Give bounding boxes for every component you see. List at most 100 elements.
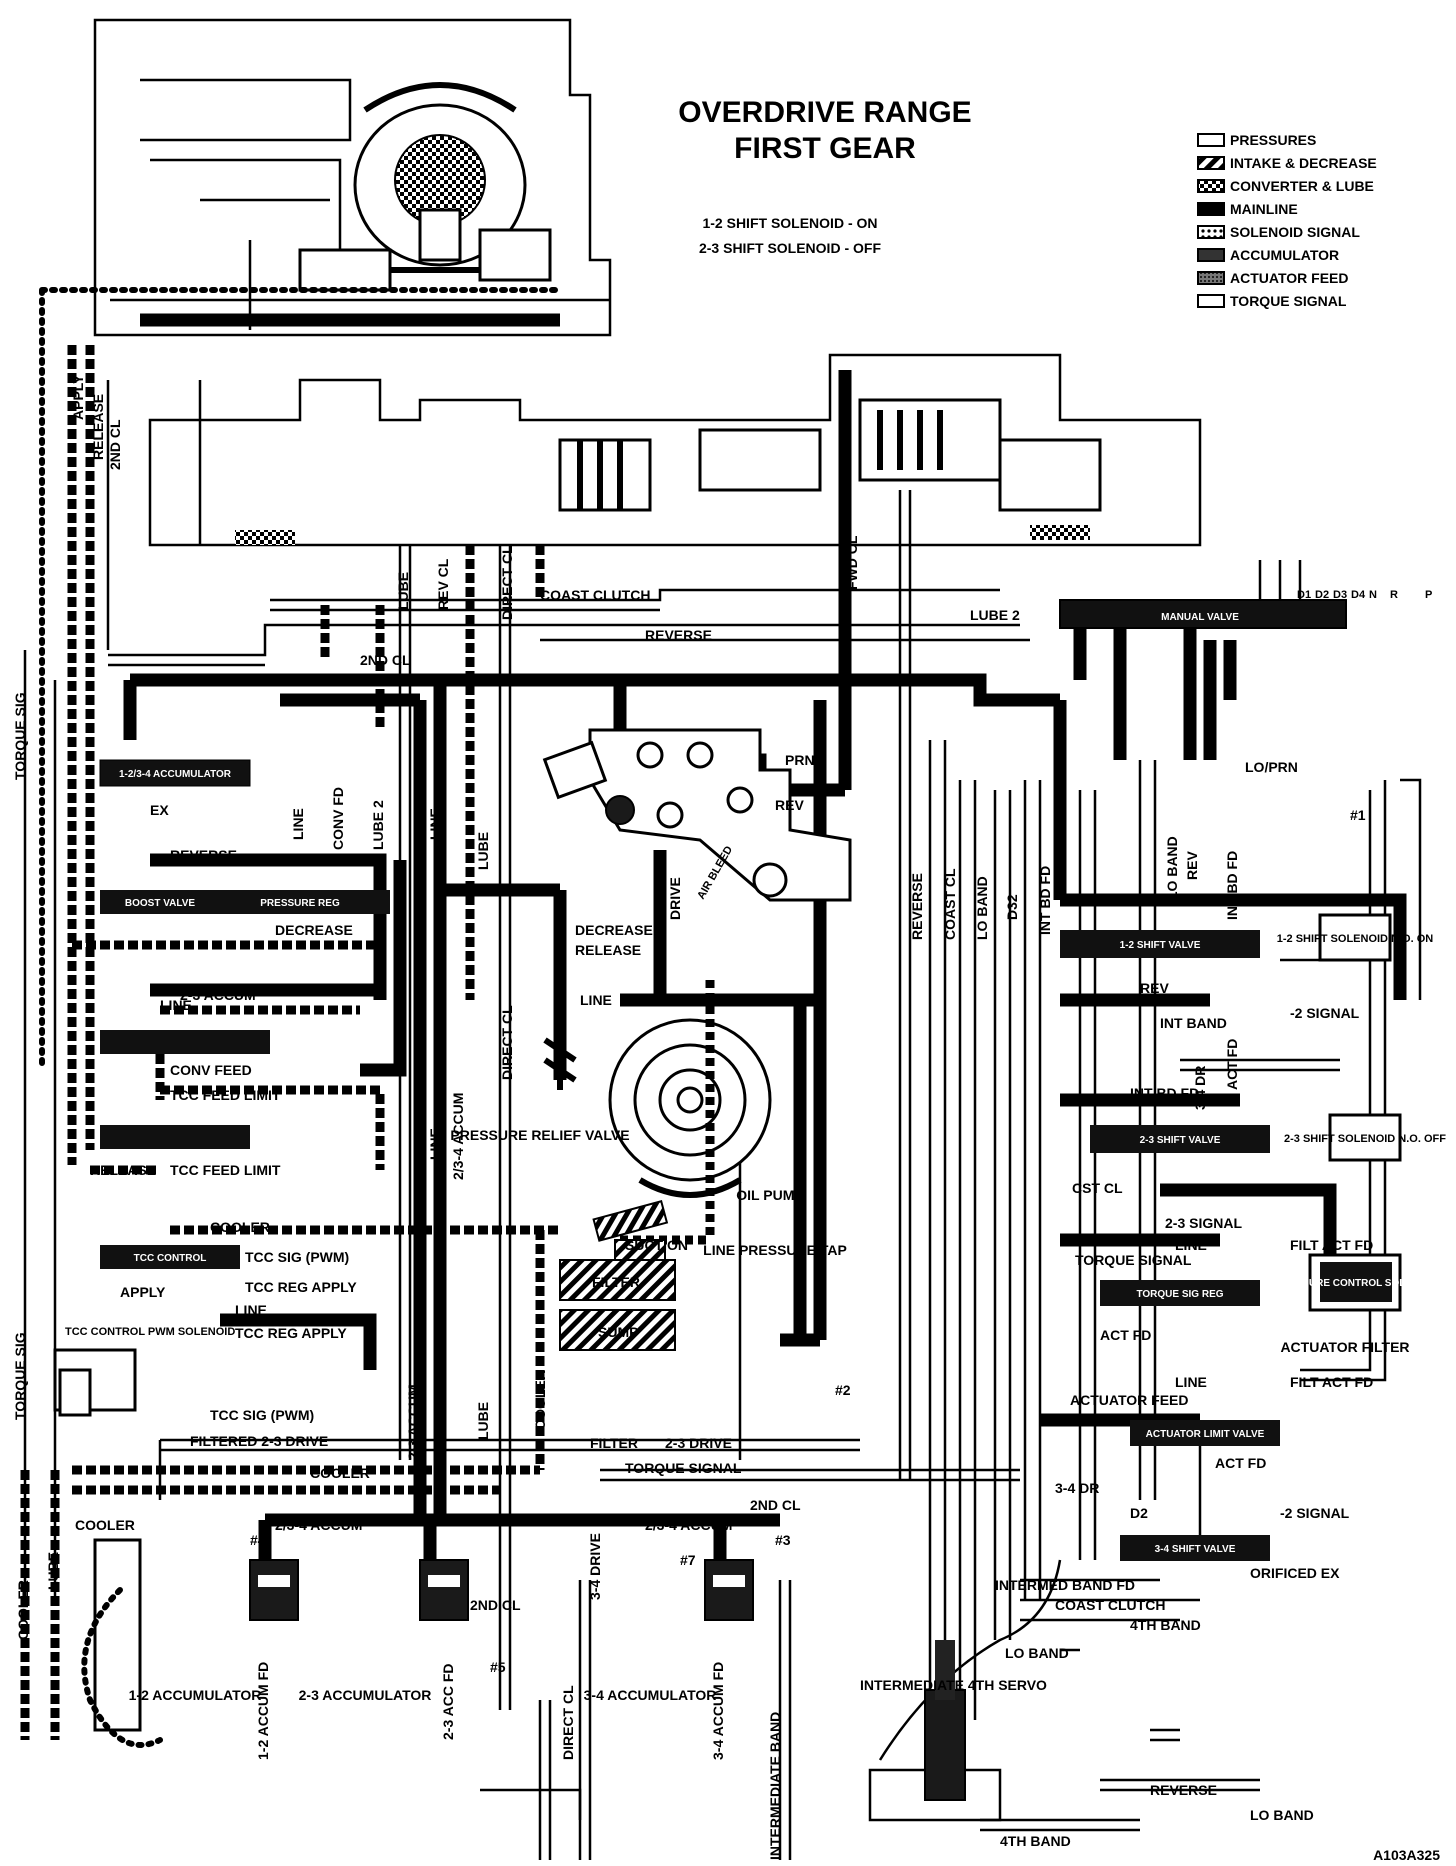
label-tcc-reg-apply-1: TCC REG APPLY: [245, 1279, 357, 1295]
label-tcc-reg-apply-2: TCC REG APPLY: [235, 1325, 347, 1341]
oil-pump: [543, 980, 772, 1245]
label-line-top: LINE: [655, 670, 687, 686]
legend-swatch-intake: [1197, 156, 1225, 170]
label-cooler-v: COOLER: [532, 1370, 548, 1430]
range-d3: D3: [1333, 589, 1347, 601]
label-d32-v: D32: [1004, 894, 1020, 920]
label-34-dr-v: 3-4 DR: [1192, 1066, 1208, 1110]
legend-label-0: PRESSURES: [1230, 132, 1316, 148]
tcc-pwm-label: TCC CONTROL PWM SOLENOID: [65, 1326, 235, 1338]
range-p: P: [1425, 589, 1432, 601]
label-act-fd-h: ACT FD: [1100, 1327, 1151, 1343]
label-int-bd-fd-v2: INT BD FD: [1224, 851, 1240, 920]
legend-label-6: ACTUATOR FEED: [1230, 270, 1348, 286]
left-passages: [20, 345, 540, 1740]
pcs-label: PRESSURE CONTROL SOLENOID: [1275, 1278, 1437, 1289]
legend-swatch-actuator: [1197, 271, 1225, 285]
label-2-3-accum-v: 2-3 ACCUM: [405, 1384, 421, 1460]
label-34-dr-h: 3-4 DR: [1055, 1480, 1099, 1496]
label-lube-v: LUBE: [395, 572, 411, 610]
label-sump: SUMP: [598, 1324, 638, 1340]
label-conv-feed: CONV FEED: [170, 1062, 252, 1078]
label-234-acc-b: 2/3-4 ACCUM: [275, 1517, 362, 1533]
label-4th-band: 4TH BAND: [1130, 1617, 1201, 1633]
label-orificed-ex: ORIFICED EX: [1250, 1565, 1340, 1581]
label-decrease-mid: DECREASE: [575, 922, 653, 938]
legend-swatch-torque: [1197, 294, 1225, 308]
label-oil-pump: OIL PUMP: [736, 1187, 803, 1203]
filter-sump: [559, 1239, 676, 1351]
label-check4: #4: [250, 1532, 266, 1548]
label-lo-band-v: LO BAND: [974, 876, 990, 940]
legend-swatch-pressures: [1197, 133, 1225, 147]
label-release-mid: RELEASE: [575, 942, 641, 958]
label-reverse-v: REVERSE: [909, 873, 925, 940]
converter-lube-circuits: [72, 545, 560, 1470]
label-torque-signal-r: TORQUE SIGNAL: [1075, 1252, 1192, 1268]
label-cooler-1: COOLER: [210, 1219, 270, 1235]
label-reverse-b: REVERSE: [1150, 1782, 1217, 1798]
legend-label-5: ACCUMULATOR: [1230, 247, 1339, 263]
label-lo-band-h: LO BAND: [1005, 1645, 1069, 1661]
dotted-signal-path: [39, 287, 563, 1073]
label-check1: #1: [1350, 807, 1366, 823]
label-coast-cl-v: COAST CL: [942, 868, 958, 940]
boost-valve-label: BOOST VALVE: [125, 898, 196, 909]
label-23-drive-h: 2-3 DRIVE: [665, 1435, 732, 1451]
label-pressure-relief: PRESSURE RELIEF VALVE: [450, 1127, 629, 1143]
label-intermediate-band: INTERMEDIATE BAND: [767, 1712, 783, 1860]
label-signal-2: -2 SIGNAL: [1290, 1005, 1360, 1021]
solenoid-12-label: 1-2 SHIFT SOLENOID N.O. ON: [1277, 933, 1434, 945]
label-2nd-cl-h2: 2ND CL: [750, 1497, 801, 1513]
valve-bodies: MANUAL VALVE 1-2/3-4 ACCUMULATOR BOOST V…: [53, 599, 1446, 1561]
legend: PRESSURES INTAKE & DECREASE CONVERTER & …: [1197, 132, 1377, 309]
label-34-drive-v: 3-4 DRIVE: [587, 1533, 603, 1600]
transmission-case-outline: [148, 353, 1202, 547]
label-234-acc-b2: 2/3-4 ACCUM: [645, 1517, 732, 1533]
label-coast-clutch-2: COAST CLUTCH: [1055, 1597, 1165, 1613]
label-direct-cl-v: DIRECT CL: [499, 545, 515, 620]
label-acc-fd-23: 2-3 ACC FD: [440, 1664, 456, 1741]
label-torque-sig-v: TORQUE SIG: [12, 692, 28, 780]
label-check7: #7: [680, 1552, 696, 1568]
legend-label-7: TORQUE SIGNAL: [1230, 293, 1347, 309]
torque-converter-section: [93, 18, 612, 337]
label-direct-cl-v2: DIRECT CL: [499, 1005, 515, 1080]
legend-label-3: MAINLINE: [1230, 201, 1298, 217]
label-line-v2: LINE: [427, 808, 443, 840]
label-line-mid: LINE: [580, 992, 612, 1008]
label-apply-h: APPLY: [120, 1284, 166, 1300]
range-selector: D1 D2 D3 D4 N R P: [1297, 589, 1432, 601]
label-tcc-sig-pwm-2: TCC SIG (PWM): [210, 1407, 314, 1423]
label-prnd: PRND: [785, 752, 825, 768]
label-rev-mid: REV: [775, 797, 804, 813]
label-line-pressure-tap: LINE PRESSURE TAP: [703, 1242, 847, 1258]
label-lo-band-v2: LO BAND: [1164, 836, 1180, 900]
label-line-left3: LINE: [235, 1302, 267, 1318]
label-234-accum-v: 2/3-4 ACCUM: [450, 1093, 466, 1180]
label-cooler-bv: COOLER: [15, 1580, 31, 1640]
label-acc-34: 3-4 ACCUMULATOR: [584, 1687, 717, 1703]
label-tcc-feed-limit-1: TCC FEED LIMIT: [170, 1087, 281, 1103]
label-accum-23: 2-3 ACCUM: [180, 987, 256, 1003]
label-act-fd-h2: ACT FD: [1215, 1455, 1266, 1471]
label-lube-2-v: LUBE 2: [370, 800, 386, 850]
tcc-control-valve-label: TCC CONTROL: [134, 1253, 207, 1264]
range-n: N: [1369, 589, 1377, 601]
label-cooler-b: COOLER: [75, 1517, 135, 1533]
manual-valve-label: MANUAL VALVE: [1161, 612, 1239, 623]
solenoid-23-state: 2-3 SHIFT SOLENOID - OFF: [699, 240, 881, 256]
label-lo-band-b: LO BAND: [1250, 1807, 1314, 1823]
accumulator-134-label: 1-2/3-4 ACCUMULATOR: [119, 769, 232, 780]
label-reverse-top: REVERSE: [645, 627, 712, 643]
label-filt-act-fd: FILT ACT FD: [1290, 1237, 1373, 1253]
solenoid-23-box: [1328, 1113, 1402, 1162]
range-r: R: [1390, 589, 1398, 601]
label-signal-2-b: -2 SIGNAL: [1280, 1505, 1350, 1521]
act-limit-valve-label: ACTUATOR LIMIT VALVE: [1146, 1429, 1265, 1440]
label-cooler-2: COOLER: [310, 1465, 370, 1481]
label-2nd-cl-h: 2ND CL: [360, 652, 411, 668]
label-fwd-cl: FWD CL: [844, 535, 860, 590]
label-coast-clutch: COAST CLUTCH: [540, 587, 650, 603]
legend-label-1: INTAKE & DECREASE: [1230, 155, 1377, 171]
